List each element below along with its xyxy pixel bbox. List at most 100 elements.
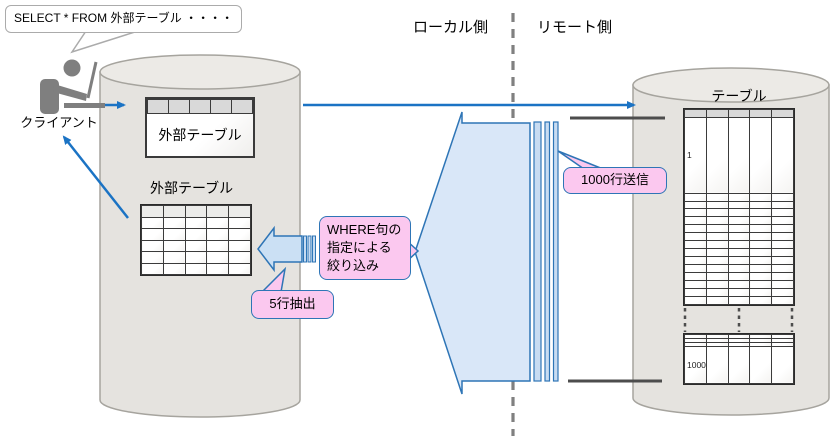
table-cell [705,240,729,250]
table-cell [771,345,794,385]
client-user-icon [40,59,105,114]
where-filter-callout: WHERE句の指定による絞り込み [319,216,411,280]
table-cell [162,228,186,241]
table-cell [228,228,251,241]
table-cell [684,264,707,274]
table-cell [141,262,164,275]
table-cell [684,248,707,258]
table-cell [141,205,164,218]
table-cell [184,228,208,241]
table-cell [771,272,794,282]
table-cell [684,280,707,289]
rows-transfer-arrow [414,111,559,395]
table-cell [727,116,751,194]
table-cell [684,200,707,210]
table-cell [684,109,707,118]
table-cell [727,208,751,218]
table-cell [162,239,186,252]
table-cell [749,272,773,282]
table-cell [684,232,707,242]
table-cell [184,216,208,229]
table-cell [228,262,251,275]
table-cell [771,224,794,234]
table-cell [705,109,729,118]
table-cell [228,239,251,252]
table-cell [162,262,186,275]
query-bubble: SELECT * FROM 外部テーブル ・・・・ [5,5,243,33]
table-cell [749,240,773,250]
local-result-table-label: 外部テーブル [150,180,234,196]
table-cell [771,264,794,274]
rows-extracted-callout: 5行抽出 [251,290,334,319]
table-cell [727,345,751,385]
table-cell [684,240,707,250]
table-cell: 1000 [684,345,707,385]
table-cell [684,288,707,297]
filtered-rows-arrow [257,225,316,273]
table-cell [727,232,751,242]
table-cell [228,205,251,218]
table-cell [141,216,164,229]
table-cell [727,272,751,282]
table-cell [162,216,186,229]
table-cell [684,192,707,202]
table-cell [749,232,773,242]
table-cell [749,116,773,194]
table-cell [228,216,251,229]
table-cell [749,200,773,210]
table-cell [727,264,751,274]
laptop-screen-icon [86,61,98,99]
filtered-rows-arrow-stripe [312,235,316,263]
table-cell [727,224,751,234]
table-cell [228,251,251,264]
table-cell [705,216,729,226]
remote-table-upper-grid: 1 [683,108,795,306]
table-cell [705,116,729,194]
table-cell [727,280,751,289]
table-cell [162,205,186,218]
table-cell [705,345,729,385]
table-cell [168,99,190,114]
rows-sent-callout: 1000行送信 [563,167,667,194]
table-cell [749,280,773,289]
table-cell [184,251,208,264]
table-cell [727,216,751,226]
table-cell [749,264,773,274]
table-cell [771,256,794,266]
table-cell [206,239,230,252]
table-cell [727,288,751,297]
table-cell [749,288,773,297]
rows-transfer-arrow-stripe [552,121,559,382]
table-cell [727,192,751,202]
table-cell [141,228,164,241]
table-cell [771,116,794,194]
table-cell [231,99,253,114]
table-cell [206,228,230,241]
rows-transfer-arrow-stripe [544,121,551,382]
table-cell [705,256,729,266]
result-to-client-arrow [62,135,129,219]
table-cell [771,248,794,258]
table-cell [162,251,186,264]
table-cell [771,240,794,250]
table-cell [705,264,729,274]
table-cell [771,109,794,118]
table-cell [206,216,230,229]
filtered-rows-arrow-stripe [303,235,307,263]
table-cell [727,295,751,306]
table-cell [684,208,707,218]
table-cell [771,192,794,202]
table-cell [749,109,773,118]
table-cell [184,205,208,218]
remote-side-label: リモート側 [537,19,613,36]
table-cell [727,109,751,118]
table-cell [749,216,773,226]
table-cell [749,192,773,202]
remote-table-lower-grid: 1000 [683,333,795,385]
table-cell [206,205,230,218]
table-cell [184,262,208,275]
table-cell [147,99,169,114]
table-cell [771,295,794,306]
table-cell [749,345,773,385]
